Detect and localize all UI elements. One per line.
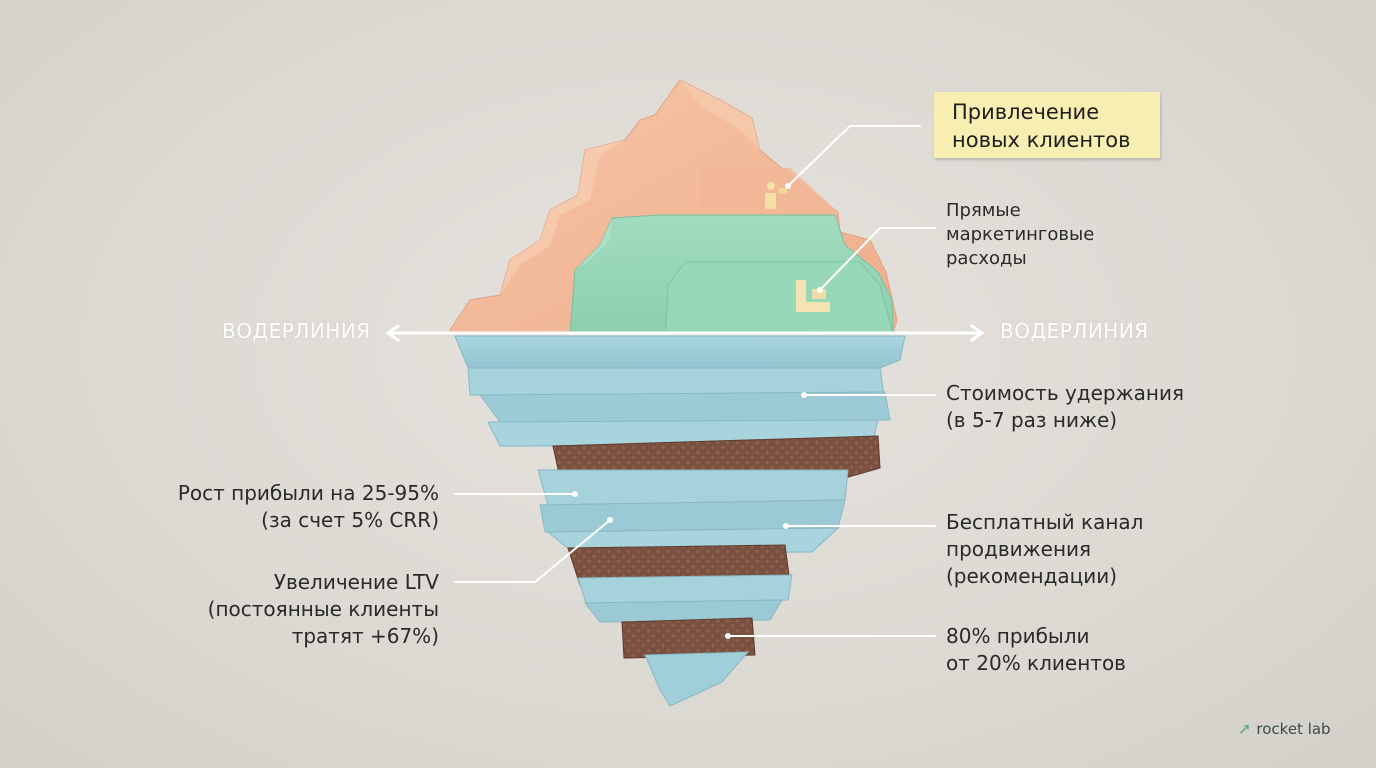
brand-logo: ➚ rocket lab (1238, 719, 1331, 738)
waterline-arrow (385, 324, 985, 342)
callout-dot-marketing (817, 287, 823, 293)
label-acquisition: Привлечение новых клиентов (952, 100, 1131, 152)
label-free-channel: Бесплатный канал продвижения (рекомендац… (946, 510, 1144, 588)
brand-name: rocket lab (1256, 719, 1331, 738)
iceberg-underwater (454, 335, 906, 707)
callout-dot-retention (801, 392, 807, 398)
person-figurine-icon (765, 182, 787, 209)
label-ltv: Увеличение LTV (постоянные клиенты тратя… (207, 570, 439, 648)
callout-line-marketing (819, 227, 936, 291)
callout-dot-acquisition (785, 183, 791, 189)
label-direct-marketing: Прямые маркетинговые расходы (946, 200, 1095, 269)
callout-dot-profit (572, 491, 578, 497)
callout-dot-free-channel (783, 523, 789, 529)
label-retention-cost: Стоимость удержания (в 5-7 раз ниже) (946, 381, 1185, 432)
waterline-label-left: ВОДЕРЛИНИЯ (222, 319, 371, 343)
callout-line-acquisition (787, 125, 921, 187)
callout-dot-ltv (607, 517, 613, 523)
label-pareto: 80% прибыли от 20% клиентов (946, 624, 1126, 675)
callout-line-ltv (454, 519, 611, 583)
rocket-arrow-icon: ➚ (1238, 719, 1252, 738)
waterline-label-right: ВОДЕРЛИНИЯ (1000, 319, 1149, 343)
label-profit-growth: Рост прибыли на 25-95% (за счет 5% CRR) (177, 481, 439, 532)
callout-dot-pareto (725, 633, 731, 639)
chart-block-icon (796, 280, 830, 312)
sticky-note: Привлечение новых клиентов (934, 92, 1160, 158)
